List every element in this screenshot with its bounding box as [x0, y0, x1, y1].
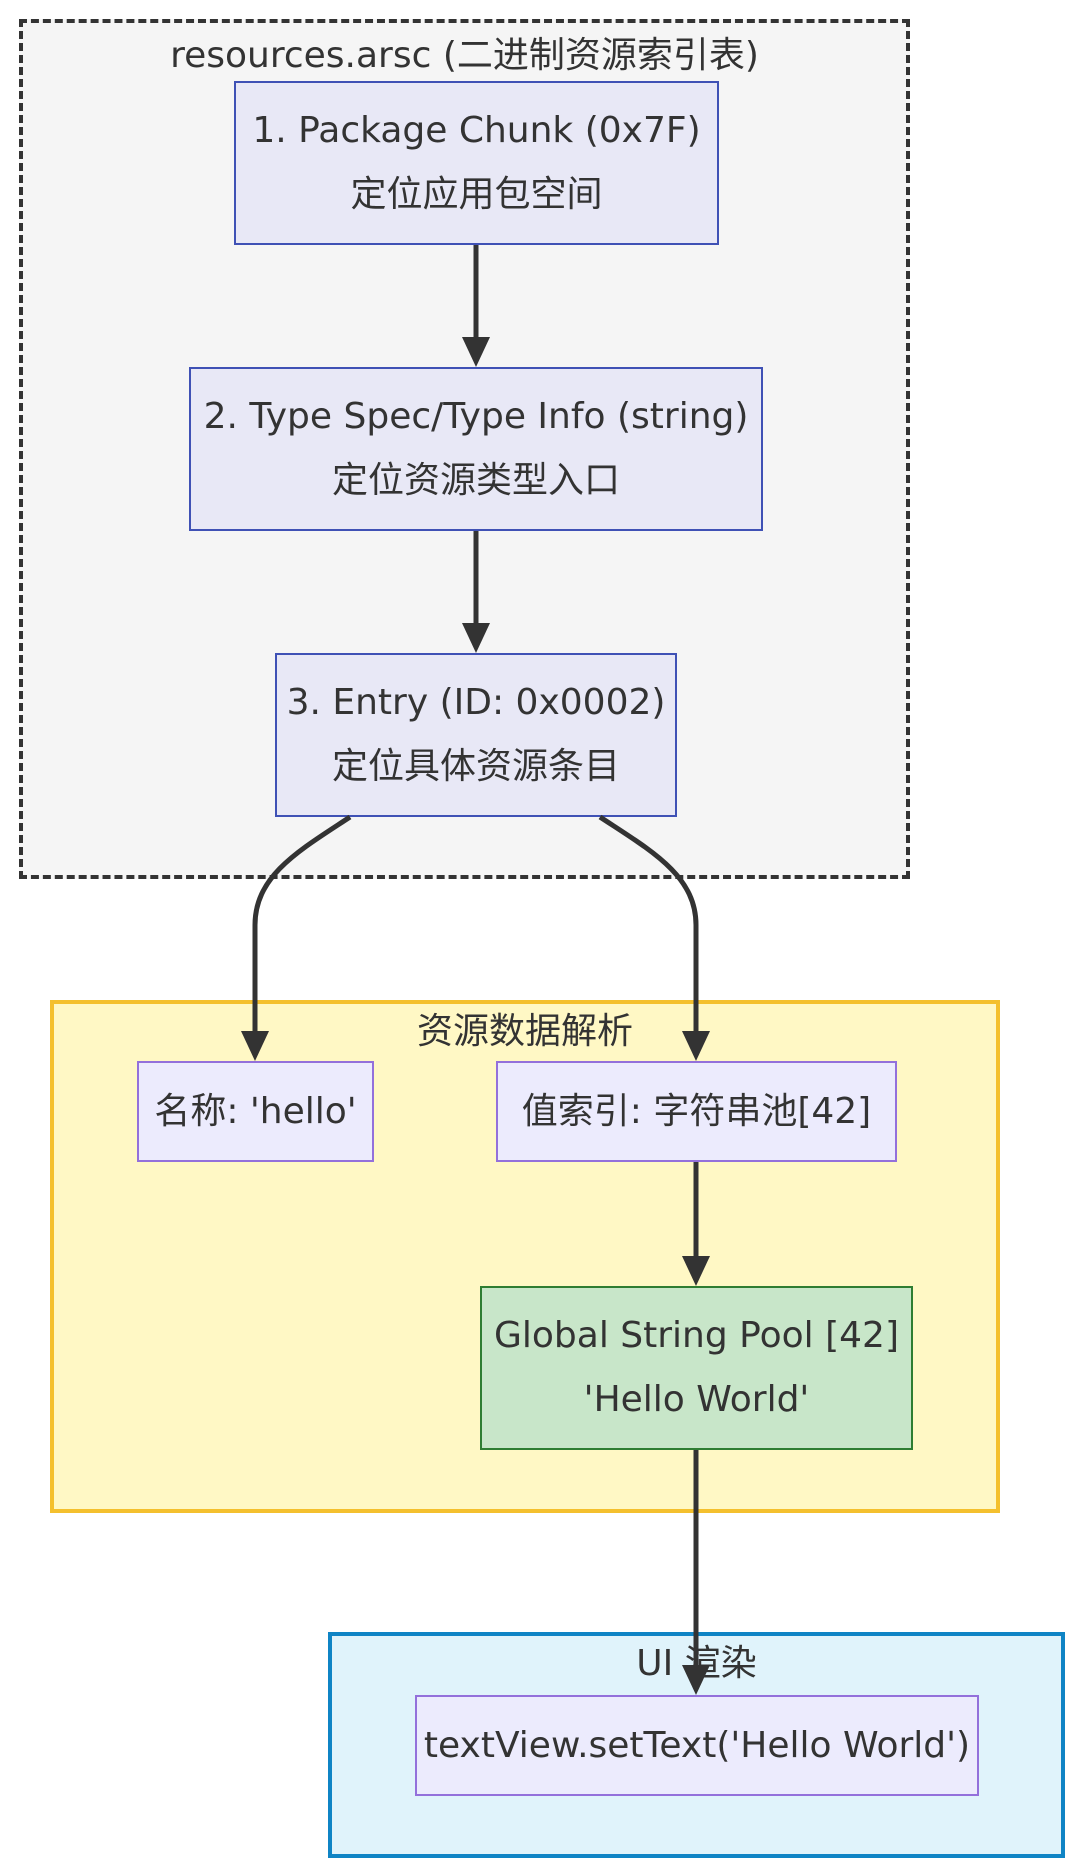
node-global-string-pool-value: 'Hello World'	[583, 1379, 810, 1420]
node-value-index: 值索引: 字符串池[42]	[496, 1061, 897, 1162]
node-entry-desc: 定位具体资源条目	[331, 746, 620, 787]
node-package-chunk: 1. Package Chunk (0x7F) 定位应用包空间	[234, 81, 719, 245]
node-type-spec-title: 2. Type Spec/Type Info (string)	[203, 396, 749, 437]
node-set-text-call: textView.setText('Hello World')	[415, 1695, 979, 1796]
node-resource-name-label: 名称: 'hello'	[154, 1090, 357, 1132]
node-package-chunk-title: 1. Package Chunk (0x7F)	[252, 110, 701, 151]
group-title-ui-rendering: UI 渲染	[636, 1643, 757, 1684]
node-type-spec-desc: 定位资源类型入口	[331, 460, 620, 501]
node-value-index-label: 值索引: 字符串池[42]	[521, 1090, 872, 1132]
node-global-string-pool-title: Global String Pool [42]	[494, 1315, 899, 1356]
node-resource-name: 名称: 'hello'	[137, 1061, 374, 1162]
group-title-resource-data-parsing: 资源数据解析	[416, 1011, 633, 1052]
node-entry-title: 3. Entry (ID: 0x0002)	[286, 682, 666, 723]
node-package-chunk-desc: 定位应用包空间	[350, 174, 603, 215]
node-entry: 3. Entry (ID: 0x0002) 定位具体资源条目	[275, 653, 677, 817]
node-set-text-call-label: textView.setText('Hello World')	[423, 1724, 971, 1766]
group-title-resources-arsc: resources.arsc (二进制资源索引表)	[170, 35, 759, 76]
node-type-spec: 2. Type Spec/Type Info (string) 定位资源类型入口	[189, 367, 763, 531]
node-global-string-pool: Global String Pool [42] 'Hello World'	[480, 1286, 913, 1450]
